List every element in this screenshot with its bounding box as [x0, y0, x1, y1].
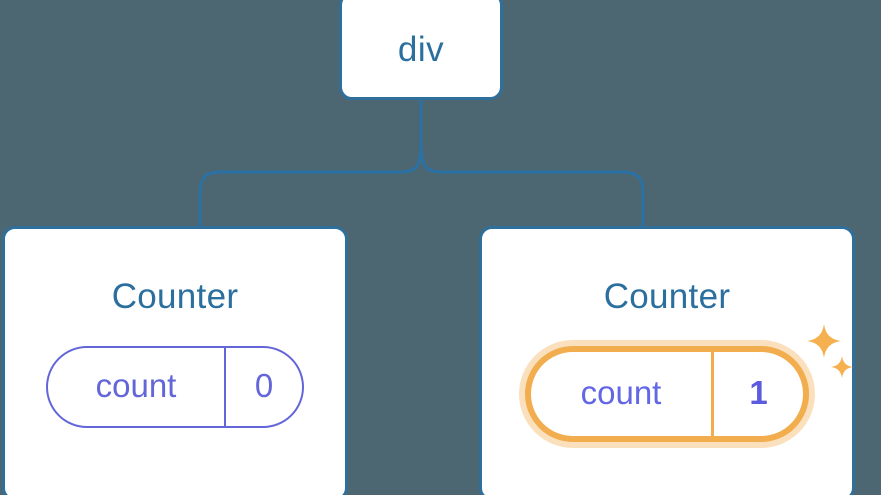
component-title: Counter — [111, 277, 239, 316]
state-pill[interactable]: count 0 — [46, 346, 304, 428]
root-node-label: div — [397, 29, 445, 69]
component-card-counter-right[interactable]: Counter count 1 — [479, 226, 855, 495]
root-node-div[interactable]: div — [339, 0, 503, 100]
state-pill-wrapper: count 1 — [525, 324, 853, 442]
connector-branch-right — [419, 139, 645, 228]
sparkle-icon — [807, 324, 841, 358]
state-pill-highlighted[interactable]: count 1 — [525, 346, 809, 442]
state-pill-wrapper: count 0 — [46, 346, 304, 428]
state-key: count — [580, 374, 662, 411]
state-value: 1 — [711, 352, 803, 436]
state-key: count — [95, 367, 177, 404]
sparkle-icon — [831, 356, 853, 378]
state-value: 0 — [224, 348, 302, 426]
component-card-counter-left[interactable]: Counter count 0 — [2, 226, 348, 495]
connector-branch-left — [198, 139, 423, 228]
sparkles-group — [805, 324, 865, 390]
component-title: Counter — [603, 277, 731, 316]
